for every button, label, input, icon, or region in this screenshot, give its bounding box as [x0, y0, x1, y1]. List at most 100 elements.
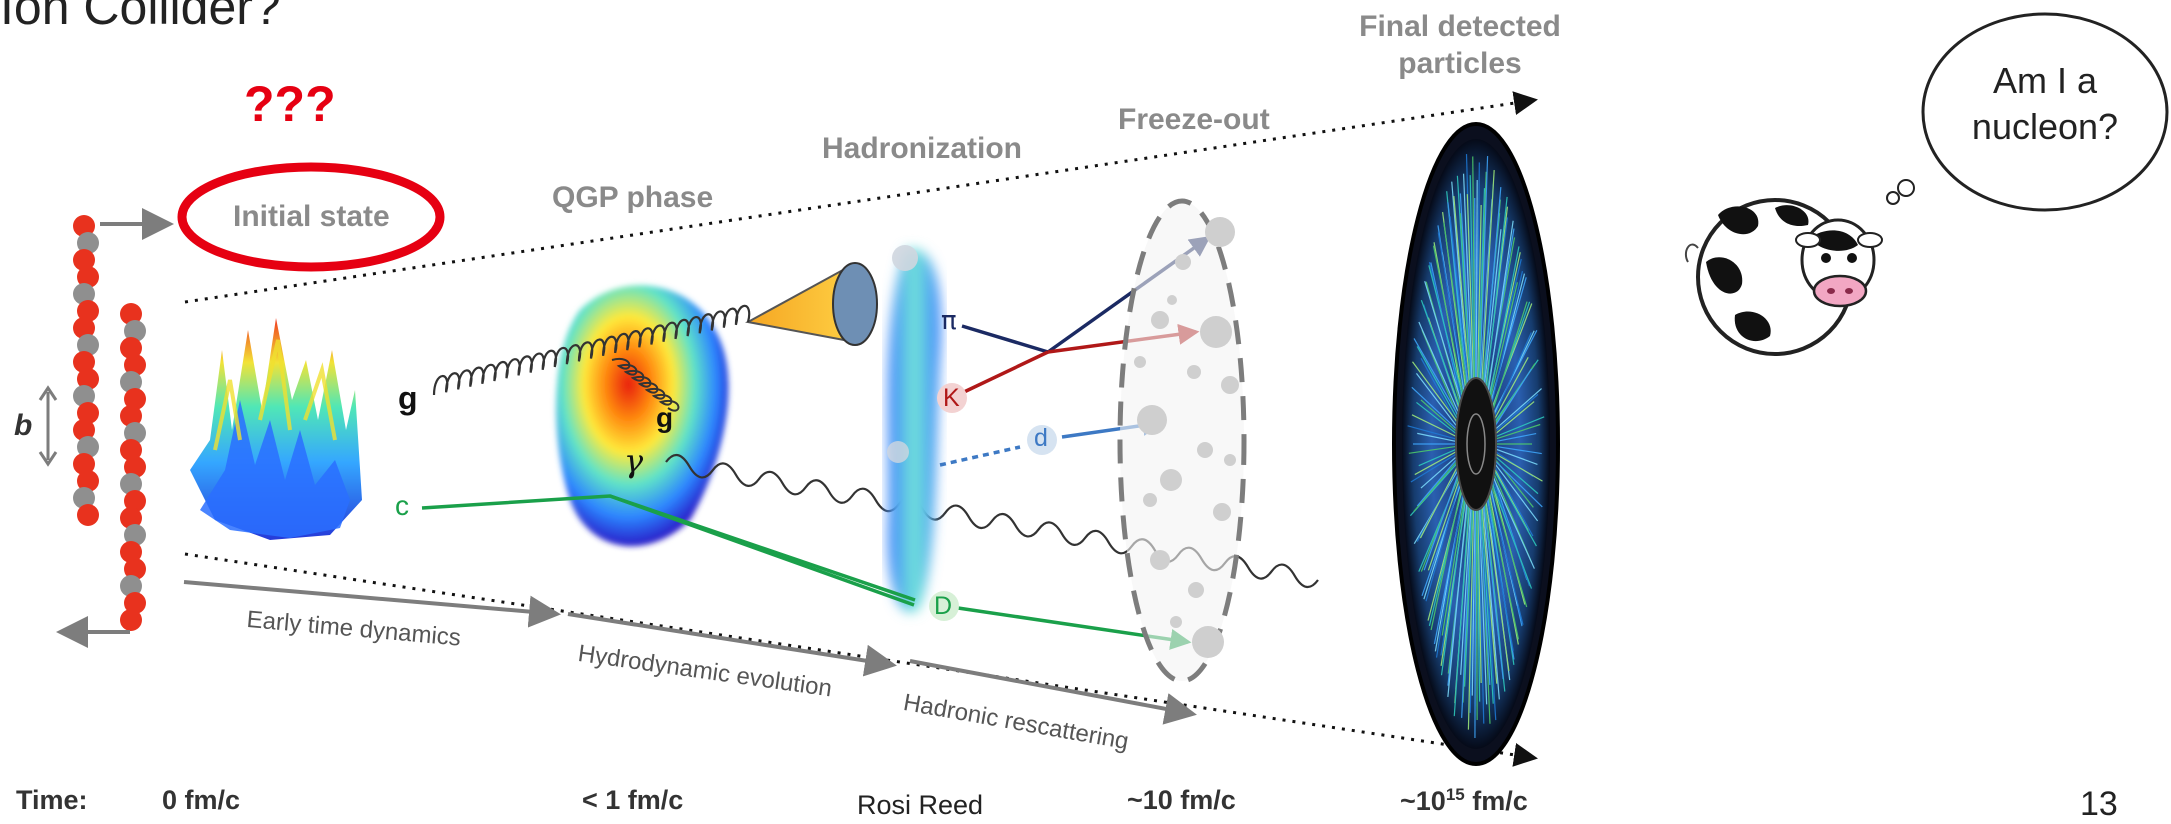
nucleon-sphere — [73, 215, 95, 237]
detector-track — [1419, 463, 1460, 539]
qgp-fireball — [556, 285, 729, 547]
detector-track — [1417, 432, 1459, 443]
detector-track — [1493, 388, 1542, 432]
detector-track — [1485, 494, 1514, 651]
nucleon-sphere — [77, 402, 99, 424]
particle-photon-label: γ — [624, 442, 644, 480]
nucleon-sphere — [120, 439, 142, 461]
detector-track — [1423, 469, 1461, 571]
nucleon-sphere — [120, 507, 142, 529]
nucleon-sphere — [120, 405, 142, 427]
thought-bubble-line-1: Am I a — [1992, 60, 2098, 101]
timeline-t2: ~10 fm/c — [1127, 785, 1236, 815]
detector-track — [1416, 456, 1459, 507]
nucleon-sphere — [77, 504, 99, 526]
nucleon-sphere — [120, 575, 142, 597]
thought-bubble-text: Am I a nucleon? — [1935, 58, 2155, 150]
deuteron-track-dashed — [939, 445, 1021, 467]
nucleus-left-chain — [73, 215, 99, 526]
nucleon-sphere — [120, 541, 142, 563]
detector-track — [1415, 373, 1460, 430]
stage-final-line-1: Final detected — [1359, 10, 1561, 43]
detector-track — [1453, 196, 1471, 388]
detector-event-display — [1392, 122, 1560, 766]
detector-track — [1488, 485, 1524, 625]
detector-track — [1493, 445, 1542, 455]
freeze-out-particle — [1205, 217, 1235, 247]
detector-track — [1411, 386, 1459, 432]
freeze-out-particle — [1213, 503, 1231, 521]
gluon-line — [432, 304, 751, 396]
unknown-initial-state-marks: ??? — [244, 76, 336, 132]
detector-track — [1418, 321, 1461, 417]
detector-track — [1492, 461, 1539, 522]
timeline-t3-prefix: ~10 — [1400, 786, 1446, 816]
kaon-track-in — [963, 350, 1049, 394]
timeline-t3-suffix: fm/c — [1464, 786, 1528, 816]
detector-track — [1407, 425, 1459, 441]
detector-track — [1430, 482, 1463, 631]
initial-state-landscape — [190, 318, 362, 540]
nucleon-sphere — [120, 473, 142, 495]
particle-pion-label: π — [941, 306, 957, 336]
detector-track — [1413, 338, 1461, 419]
detector-track — [1475, 503, 1478, 720]
detector-track — [1461, 502, 1473, 718]
particle-d-meson-label: D — [934, 592, 953, 620]
freeze-out-particle — [1188, 582, 1204, 598]
timeline-label: Time: — [16, 785, 88, 815]
detector-track — [1447, 496, 1468, 697]
detector-track — [1412, 361, 1460, 425]
detector-track — [1492, 458, 1543, 508]
stage-freeze-out: Freeze-out — [1118, 103, 1270, 136]
detector-track — [1443, 222, 1468, 392]
detector-track — [1414, 450, 1459, 476]
detector-track — [1420, 454, 1459, 489]
detector-track — [1460, 501, 1472, 675]
detector-track — [1464, 503, 1474, 687]
detector-track — [1489, 271, 1524, 409]
page-number: 13 — [2080, 785, 2118, 823]
nucleon-sphere — [120, 371, 142, 393]
detector-track — [1493, 454, 1539, 495]
detector-track — [1493, 416, 1545, 438]
envelope-top-line — [184, 91, 1538, 304]
hadronic-rescattering-arrow — [909, 659, 1197, 725]
detector-track — [1493, 452, 1543, 482]
nucleon-sphere — [73, 453, 95, 475]
nucleon-sphere — [120, 337, 142, 359]
freeze-out-particle — [1170, 616, 1182, 628]
detector-track — [1474, 503, 1477, 738]
nucleon-sphere — [124, 592, 146, 614]
detector-track — [1477, 503, 1485, 724]
detector-track — [1493, 401, 1535, 436]
cow-icon — [1684, 179, 1915, 356]
detector-track — [1479, 156, 1489, 386]
detector-track — [1491, 301, 1528, 415]
nucleon-sphere — [120, 609, 142, 631]
detector-track — [1467, 503, 1475, 730]
detector-track — [1462, 173, 1473, 386]
detector-track — [1490, 479, 1533, 589]
detector-track — [1493, 423, 1541, 441]
deuteron-badge — [1027, 425, 1057, 455]
detector-track — [1453, 499, 1470, 717]
detector-track — [1485, 196, 1508, 394]
impact-parameter-label: b — [14, 409, 33, 442]
detector-track — [1413, 458, 1460, 512]
detector-track — [1471, 503, 1476, 696]
nucleon-sphere — [120, 303, 142, 325]
detector-track — [1480, 501, 1498, 684]
stage-final-detected-particles: Final detected particles — [1340, 8, 1580, 82]
freeze-out-particle — [1192, 626, 1224, 658]
freeze-out-particle — [1197, 442, 1213, 458]
d-meson-badge — [929, 591, 959, 621]
detector-track — [1469, 503, 1475, 713]
detector-track — [1460, 213, 1472, 387]
detector-track — [1477, 205, 1482, 385]
nucleus-right-chain — [120, 303, 146, 631]
hadronization-surface — [887, 248, 942, 613]
detector-track — [1427, 475, 1462, 571]
